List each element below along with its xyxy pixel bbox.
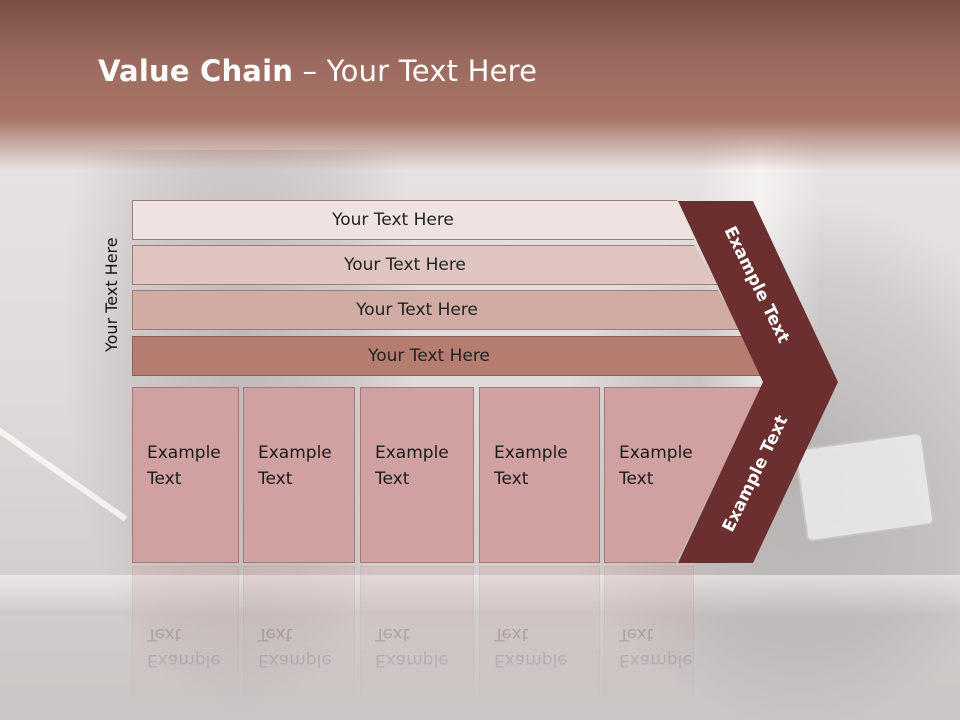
value-box-3-line2: Text: [375, 469, 410, 489]
value-box-5-line2: Text: [619, 469, 654, 489]
value-box-3-line1: Example: [375, 443, 449, 463]
chevron-shape: [678, 201, 838, 563]
title-rest: – Your Text Here: [293, 54, 538, 88]
slide-title: Value Chain – Your Text Here: [98, 54, 537, 88]
reflection-box-1: Example Text: [132, 566, 239, 696]
reflection-box-5-line2: Text: [619, 624, 654, 644]
value-box-1-line2: Text: [147, 469, 182, 489]
reflection-box-3-line1: Example: [375, 650, 449, 670]
reflection-box-4-label: Example Text: [494, 621, 568, 673]
value-box-2-line1: Example: [258, 443, 332, 463]
reflection-box-4: Example Text: [479, 566, 600, 696]
bar-1-label: Your Text Here: [332, 210, 454, 230]
header-band: [0, 0, 960, 170]
bar-3-label: Your Text Here: [356, 300, 478, 320]
bar-1: Your Text Here: [132, 200, 694, 240]
reflection-box-5: Example Text: [604, 566, 694, 696]
title-bold: Value Chain: [98, 54, 294, 88]
reflection-box-3: Example Text: [360, 566, 474, 696]
bar-2: Your Text Here: [132, 245, 718, 285]
reflection-box-2-line2: Text: [258, 624, 293, 644]
reflection-box-5-line1: Example: [619, 650, 693, 670]
bar-2-label: Your Text Here: [344, 255, 466, 275]
reflection-box-4-line2: Text: [494, 624, 529, 644]
value-box-2-line2: Text: [258, 469, 293, 489]
value-box-4-line2: Text: [494, 469, 529, 489]
reflection-box-3-label: Example Text: [375, 621, 449, 673]
reflection-box-2-line1: Example: [258, 650, 332, 670]
value-box-1-line1: Example: [147, 443, 221, 463]
reflection-box-1-line2: Text: [147, 624, 182, 644]
reflection-box-5-label: Example Text: [619, 621, 693, 673]
bar-4-label: Your Text Here: [368, 346, 490, 366]
reflection-box-2: Example Text: [243, 566, 355, 696]
bar-4: Your Text Here: [132, 336, 766, 376]
reflection-box-2-label: Example Text: [258, 621, 332, 673]
reflection-box-1-label: Example Text: [147, 621, 221, 673]
bar-3: Your Text Here: [132, 290, 742, 330]
reflection-box-1-line1: Example: [147, 650, 221, 670]
value-box-5-line1: Example: [619, 443, 693, 463]
value-box-4-line1: Example: [494, 443, 568, 463]
reflection-box-3-line2: Text: [375, 624, 410, 644]
reflection: Example Text Example Text Example Text Exam…: [0, 566, 960, 720]
reflection-box-4-line1: Example: [494, 650, 568, 670]
